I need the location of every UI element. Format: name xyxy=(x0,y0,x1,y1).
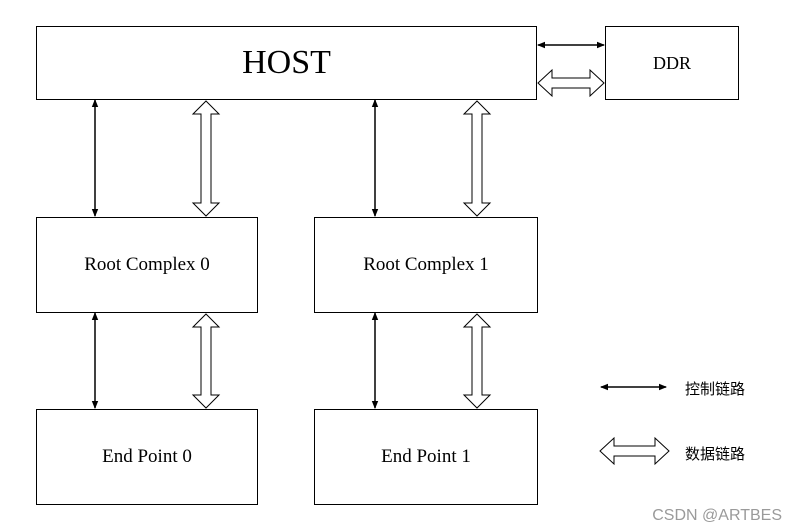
end-point-0-box: End Point 0 xyxy=(36,409,258,505)
ddr-label: DDR xyxy=(652,52,691,73)
end-point-1-box: End Point 1 xyxy=(314,409,538,505)
watermark: CSDN @ARTBES xyxy=(652,507,782,524)
rc0-ep0-data-arrow xyxy=(191,313,221,409)
host-rc1-data-arrow xyxy=(462,100,492,217)
root-complex-0-box: Root Complex 0 xyxy=(36,217,258,313)
legend-data-link-label: 数据链路 xyxy=(685,445,746,463)
host-label: HOST xyxy=(242,44,331,81)
host-box: HOST xyxy=(36,26,537,100)
end-point-0-label: End Point 0 xyxy=(102,446,192,467)
legend-control-link-label: 控制链路 xyxy=(685,380,746,398)
host-rc0-data-arrow xyxy=(191,100,221,217)
host-ddr-data-arrow xyxy=(537,68,605,98)
ddr-box: DDR xyxy=(605,26,739,100)
root-complex-0-label: Root Complex 0 xyxy=(84,254,210,275)
rc1-ep1-data-arrow xyxy=(462,313,492,409)
legend-data-link-icon xyxy=(599,436,670,466)
root-complex-1-box: Root Complex 1 xyxy=(314,217,538,313)
root-complex-1-label: Root Complex 1 xyxy=(363,254,489,275)
end-point-1-label: End Point 1 xyxy=(381,446,471,467)
